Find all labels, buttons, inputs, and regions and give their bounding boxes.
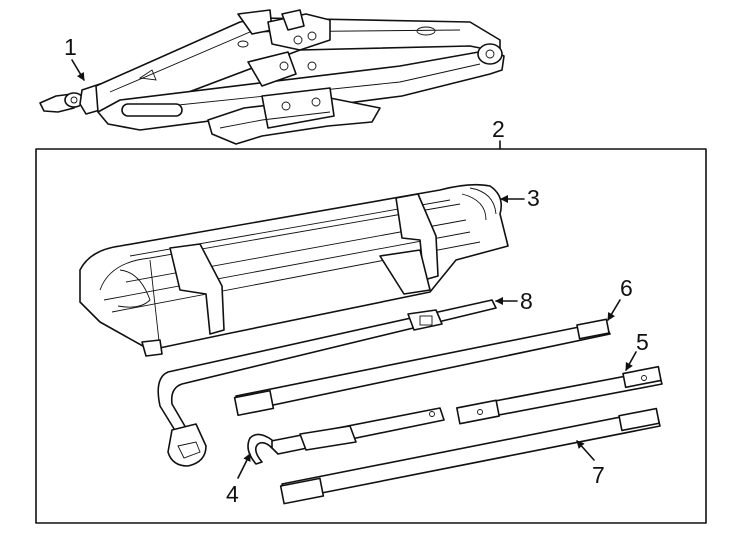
callout-2: 2 [492, 116, 505, 150]
hook-tool [247, 407, 445, 465]
svg-text:2: 2 [492, 116, 505, 142]
svg-text:3: 3 [527, 185, 540, 211]
extension-bar [233, 318, 611, 417]
svg-text:7: 7 [592, 462, 605, 488]
long-bar [279, 407, 661, 505]
svg-text:8: 8 [520, 288, 533, 314]
svg-text:5: 5 [636, 329, 649, 355]
scissor-jack [39, 9, 505, 145]
callout-4: 4 [226, 453, 251, 507]
callout-6: 6 [607, 275, 633, 321]
callout-7: 7 [576, 440, 605, 488]
svg-text:4: 4 [226, 481, 239, 507]
lug-wrench [157, 299, 497, 467]
callout-1: 1 [64, 34, 85, 81]
extension-rod [456, 365, 663, 425]
svg-text:1: 1 [64, 34, 77, 60]
svg-text:6: 6 [620, 275, 633, 301]
foam-tray [79, 183, 509, 357]
tool-kit-box [35, 148, 707, 524]
callout-5: 5 [625, 329, 649, 371]
callout-3: 3 [500, 185, 540, 211]
callout-8: 8 [495, 288, 533, 314]
